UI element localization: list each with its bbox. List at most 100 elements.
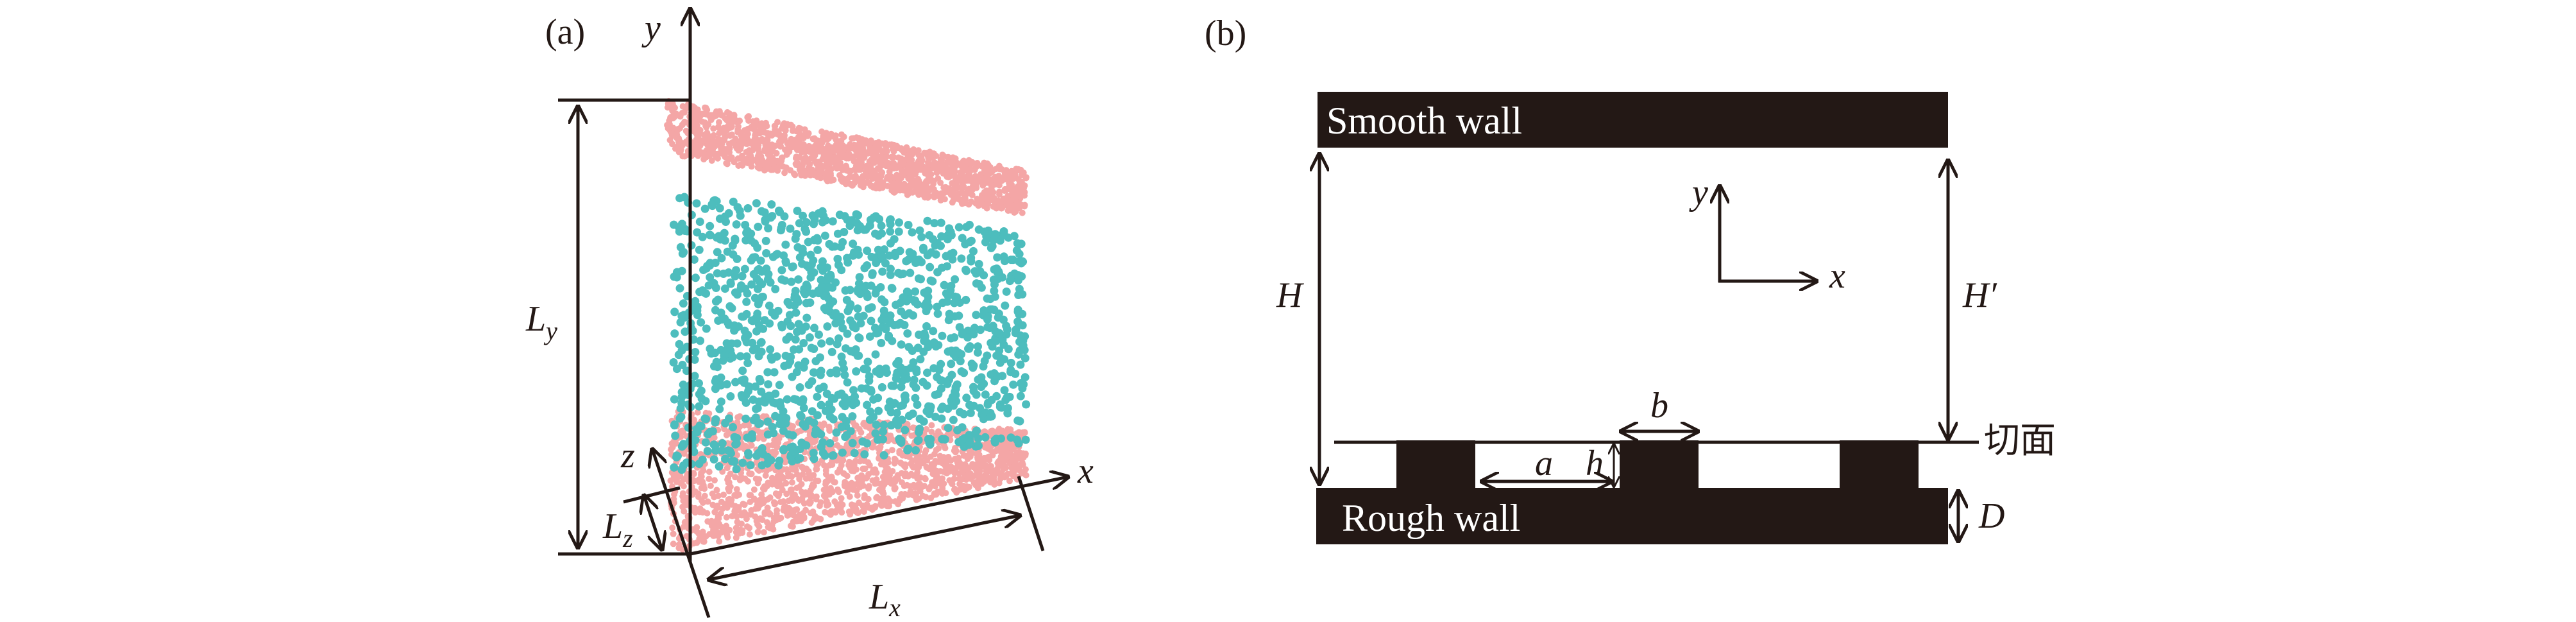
fluid-particle bbox=[904, 444, 913, 453]
fluid-particle bbox=[772, 250, 781, 259]
wall-particle bbox=[863, 140, 870, 147]
fluid-particle bbox=[944, 424, 953, 433]
wall-particle bbox=[931, 159, 938, 166]
fluid-particle bbox=[943, 262, 951, 271]
wall-particle bbox=[822, 481, 829, 488]
fluid-particle bbox=[820, 451, 829, 460]
fluid-particle bbox=[736, 284, 745, 293]
fluid-particle bbox=[851, 324, 860, 333]
fluid-particle bbox=[962, 393, 971, 402]
fluid-particle bbox=[677, 311, 686, 320]
wall-particle bbox=[913, 148, 920, 155]
fluid-particle bbox=[741, 390, 750, 399]
wall-particle bbox=[891, 180, 898, 187]
fluid-particle bbox=[919, 347, 928, 356]
wall-particle bbox=[683, 533, 690, 540]
fluid-particle bbox=[911, 259, 920, 267]
wall-particle bbox=[768, 166, 775, 173]
wall-particle bbox=[700, 482, 707, 488]
wall-particle bbox=[795, 483, 802, 490]
fluid-particle bbox=[981, 433, 990, 442]
wall-particle bbox=[754, 137, 761, 144]
wall-particle bbox=[937, 454, 944, 462]
fluid-particle bbox=[849, 239, 858, 248]
fluid-particle bbox=[763, 430, 772, 439]
fluid-particle bbox=[876, 283, 885, 291]
wall-particle bbox=[860, 465, 867, 472]
fluid-particle bbox=[695, 402, 704, 411]
fluid-particle bbox=[1018, 341, 1027, 350]
wall-particle bbox=[998, 450, 1005, 457]
wall-particle bbox=[996, 191, 1003, 198]
wall-particle bbox=[801, 500, 808, 507]
fluid-particle bbox=[969, 386, 978, 395]
fluid-particle bbox=[957, 254, 966, 263]
wall-particle bbox=[915, 463, 922, 471]
wall-particle bbox=[999, 428, 1006, 435]
fluid-particle bbox=[905, 248, 914, 257]
fluid-particle bbox=[969, 246, 978, 255]
fluid-particle bbox=[879, 451, 888, 460]
wall-particle bbox=[854, 146, 861, 153]
wall-particle bbox=[901, 462, 908, 469]
fluid-particle bbox=[783, 298, 792, 306]
fluid-particle bbox=[880, 309, 889, 318]
fluid-particle bbox=[698, 232, 707, 241]
wall-particle bbox=[667, 477, 674, 484]
fluid-particle bbox=[820, 231, 829, 240]
wall-particle bbox=[885, 465, 892, 472]
fluid-particle bbox=[781, 240, 790, 249]
wall-particle bbox=[725, 479, 732, 487]
wall-particle bbox=[831, 479, 838, 485]
fluid-particle bbox=[671, 431, 680, 440]
wall-particle bbox=[894, 163, 901, 170]
wall-particle bbox=[851, 166, 858, 173]
fluid-particle bbox=[935, 366, 944, 374]
fluid-particle bbox=[765, 392, 774, 400]
fluid-particle bbox=[823, 322, 832, 331]
wall-particle bbox=[879, 181, 886, 188]
wall-particle bbox=[723, 514, 730, 521]
wall-particle bbox=[878, 170, 885, 177]
fluid-particle bbox=[951, 384, 960, 393]
fluid-particle bbox=[920, 336, 929, 345]
fluid-particle bbox=[947, 370, 956, 379]
fluid-particle bbox=[993, 253, 1002, 262]
fluid-particle bbox=[945, 311, 954, 320]
fluid-particle bbox=[730, 433, 739, 442]
fluid-particle bbox=[786, 352, 795, 361]
fluid-particle bbox=[983, 351, 992, 360]
wall-particle bbox=[765, 151, 772, 158]
wall-particle bbox=[745, 478, 751, 485]
wall-particle bbox=[1015, 199, 1022, 206]
wall-particle bbox=[738, 155, 745, 162]
fluid-particle bbox=[877, 338, 886, 347]
wall-particle bbox=[795, 125, 802, 132]
fluid-particle bbox=[693, 428, 702, 436]
fluid-particle bbox=[675, 227, 684, 236]
wall-particle bbox=[1008, 169, 1015, 176]
wall-particle bbox=[800, 141, 807, 148]
wall-particle bbox=[962, 160, 969, 167]
fluid-particle bbox=[777, 275, 786, 284]
fluid-particle bbox=[999, 315, 1008, 324]
wall-particle bbox=[952, 449, 959, 456]
fluid-particle bbox=[965, 220, 974, 229]
fluid-particle bbox=[675, 414, 684, 423]
fluid-particle bbox=[1004, 345, 1013, 354]
fluid-particle bbox=[864, 304, 873, 313]
wall-particle bbox=[984, 454, 991, 461]
fluid-particle bbox=[980, 227, 989, 236]
wall-particle bbox=[856, 426, 863, 433]
fluid-particle bbox=[834, 390, 843, 399]
fluid-particle bbox=[700, 204, 709, 213]
fluid-particle bbox=[730, 321, 739, 330]
fluid-particle bbox=[931, 342, 940, 351]
wall-particle bbox=[748, 442, 755, 449]
wall-particle bbox=[935, 476, 942, 483]
wall-particle bbox=[741, 127, 748, 134]
wall-particle bbox=[779, 133, 786, 140]
fluid-particle bbox=[1003, 325, 1012, 334]
fluid-particle bbox=[775, 420, 784, 429]
fluid-particle bbox=[979, 379, 988, 388]
